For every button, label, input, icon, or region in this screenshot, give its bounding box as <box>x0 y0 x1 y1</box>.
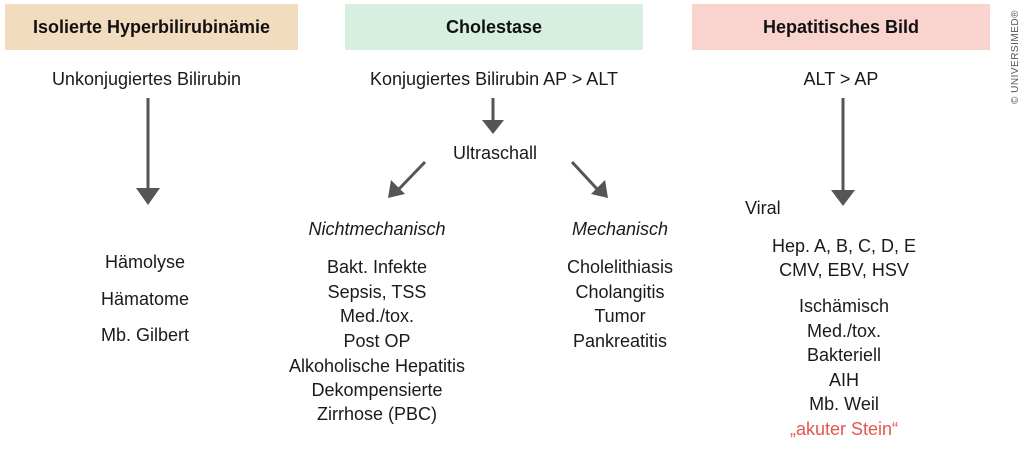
mech-item: Tumor <box>594 306 646 326</box>
nichtmech-item: Med./tox. <box>339 306 415 326</box>
arrow-col2-right <box>570 160 600 192</box>
akuter-stein-highlight: „akuter Stein“ <box>789 419 899 439</box>
viral-label: Viral <box>745 198 781 218</box>
header-isolierte-hyperbilirubinaemie: Isolierte Hyperbilirubinämie <box>5 4 298 50</box>
col1-subtitle: Unkonjugiertes Bilirubin <box>51 69 242 89</box>
arrowhead-col2-down <box>482 120 504 134</box>
col1-item-haemolyse: Hämolyse <box>104 252 186 272</box>
col1-item-haematome: Hämatome <box>100 289 190 309</box>
nichtmech-item: Post OP <box>343 331 411 351</box>
hep-item: Mb. Weil <box>809 394 879 414</box>
nichtmech-item: Alkoholische Hepatitis <box>288 356 466 376</box>
header-cholestase: Cholestase <box>345 4 643 50</box>
arrowhead-col3 <box>831 190 855 206</box>
hep-item: Bakteriell <box>806 345 882 365</box>
mech-item: Cholangitis <box>575 282 665 302</box>
viral-item: CMV, EBV, HSV <box>779 260 909 280</box>
nichtmechanisch-title: Nichtmechanisch <box>308 219 446 239</box>
mech-item: Pankreatitis <box>572 331 668 351</box>
nichtmech-item: Bakt. Infekte <box>326 257 428 277</box>
header-label: Isolierte Hyperbilirubinämie <box>32 16 271 37</box>
nichtmech-item: Zirrhose (PBC) <box>316 404 437 424</box>
hep-item: Ischämisch <box>798 296 890 316</box>
hep-item: AIH <box>828 370 859 390</box>
arrowhead-col2-left <box>388 180 405 198</box>
col3-subtitle: ALT > AP <box>803 69 879 89</box>
col1-item-gilbert: Mb. Gilbert <box>100 325 190 345</box>
mech-item: Cholelithiasis <box>566 257 674 277</box>
mechanisch-title: Mechanisch <box>571 219 669 239</box>
header-label: Hepatitisches Bild <box>762 16 920 37</box>
ultraschall-label: Ultraschall <box>452 143 538 163</box>
viral-item: Hep. A, B, C, D, E <box>771 236 917 256</box>
arrowhead-col1 <box>136 188 160 205</box>
header-hepatitisches-bild: Hepatitisches Bild <box>692 4 990 50</box>
nichtmech-item: Sepsis, TSS <box>327 282 427 302</box>
arrowhead-col2-right <box>591 180 608 198</box>
nichtmech-item: Dekompensierte <box>311 380 443 400</box>
header-label: Cholestase <box>445 16 543 37</box>
arrow-col2-left <box>396 160 427 192</box>
hep-item: Med./tox. <box>806 321 882 341</box>
col2-subtitle: Konjugiertes Bilirubin AP > ALT <box>370 69 618 89</box>
